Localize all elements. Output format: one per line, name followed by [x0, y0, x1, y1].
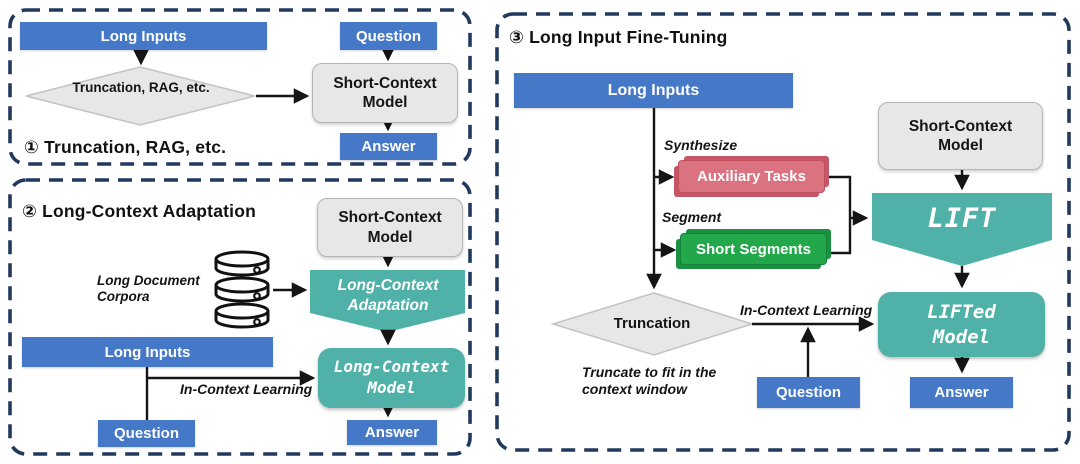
- p2-title: ② Long-Context Adaptation: [22, 201, 256, 221]
- p2-short-context-model-box: Short-Context Model: [317, 198, 463, 257]
- p2-long-context-model-label: Long-Context Model: [333, 357, 450, 397]
- p3-truncate-note: Truncate to fit in the context window: [582, 364, 717, 398]
- p2-question-label: Question: [113, 425, 179, 442]
- p2-corpora-label: Long Document Corpora: [97, 273, 200, 305]
- p3-short-context-model-box: Short-Context Model: [878, 102, 1043, 170]
- p2-long-inputs-box: Long Inputs: [22, 337, 273, 367]
- p3-title: ③ Long Input Fine-Tuning: [509, 27, 728, 47]
- truncation-rag-diamond: [25, 66, 256, 126]
- p1-long-inputs-box: Long Inputs: [20, 22, 267, 50]
- p2-long-inputs-label: Long Inputs: [104, 343, 191, 361]
- p3-auxiliary-tasks-label: Auxiliary Tasks: [697, 168, 806, 185]
- p3-short-segments-card: Short Segments: [680, 233, 827, 265]
- line-cards-junction: [826, 175, 852, 255]
- p1-process-diamond-label: Truncation, RAG, etc.: [72, 80, 210, 95]
- p3-lift-label-wrap: LIFT: [872, 198, 1052, 238]
- p2-answer-box: Answer: [347, 420, 437, 445]
- p1-short-context-model-label: Short-Context Model: [333, 74, 437, 111]
- p3-lifted-model-label: LIFTed Model: [927, 300, 996, 348]
- p3-lift-label: LIFT: [927, 202, 997, 234]
- panel3-border: [495, 12, 1071, 452]
- p3-segment-label: Segment: [662, 209, 722, 225]
- p3-truncation-diamond-label: Truncation: [613, 315, 691, 332]
- p2-long-context-model-box: Long-Context Model: [318, 348, 465, 408]
- p3-short-context-model-label: Short-Context Model: [908, 117, 1013, 154]
- p2-short-context-model-label: Short-Context Model: [338, 209, 442, 246]
- panel2-border: [8, 178, 472, 456]
- p2-answer-label: Answer: [364, 424, 420, 441]
- p1-short-context-model-box: Short-Context Model: [312, 63, 458, 123]
- p3-icl-label: In-Context Learning: [740, 302, 873, 318]
- p1-long-inputs-label: Long Inputs: [100, 27, 187, 45]
- p3-lifted-model-box: LIFTed Model: [878, 292, 1045, 357]
- p2-question-box: Question: [98, 420, 195, 447]
- p3-long-inputs-box: Long Inputs: [514, 73, 793, 108]
- p1-caption: ① Truncation, RAG, etc.: [24, 137, 227, 157]
- p3-synthesize-label: Synthesize: [664, 137, 738, 153]
- p1-question-label: Question: [355, 27, 421, 45]
- p3-short-segments-label: Short Segments: [695, 240, 812, 258]
- panel1-border: [8, 8, 472, 166]
- p3-answer-box: Answer: [910, 377, 1013, 408]
- p3-auxiliary-tasks-card: Auxiliary Tasks: [678, 160, 825, 193]
- p3-answer-label: Answer: [934, 384, 989, 401]
- long-context-adaptation-pentagon: [310, 270, 465, 332]
- p1-question-box: Question: [340, 22, 437, 50]
- p3-question-box: Question: [757, 377, 860, 408]
- p2-adaptation-label: Long-Context Adaptation: [337, 277, 439, 315]
- database-icon: [214, 250, 270, 329]
- p1-answer-box: Answer: [340, 133, 437, 160]
- p1-answer-label: Answer: [361, 138, 416, 155]
- p3-long-inputs-label: Long Inputs: [607, 81, 700, 99]
- p2-icl-label: In-Context Learning: [180, 381, 313, 397]
- truncation-diamond: [550, 292, 755, 356]
- lift-pentagon: [872, 193, 1052, 266]
- p3-question-label: Question: [775, 384, 841, 401]
